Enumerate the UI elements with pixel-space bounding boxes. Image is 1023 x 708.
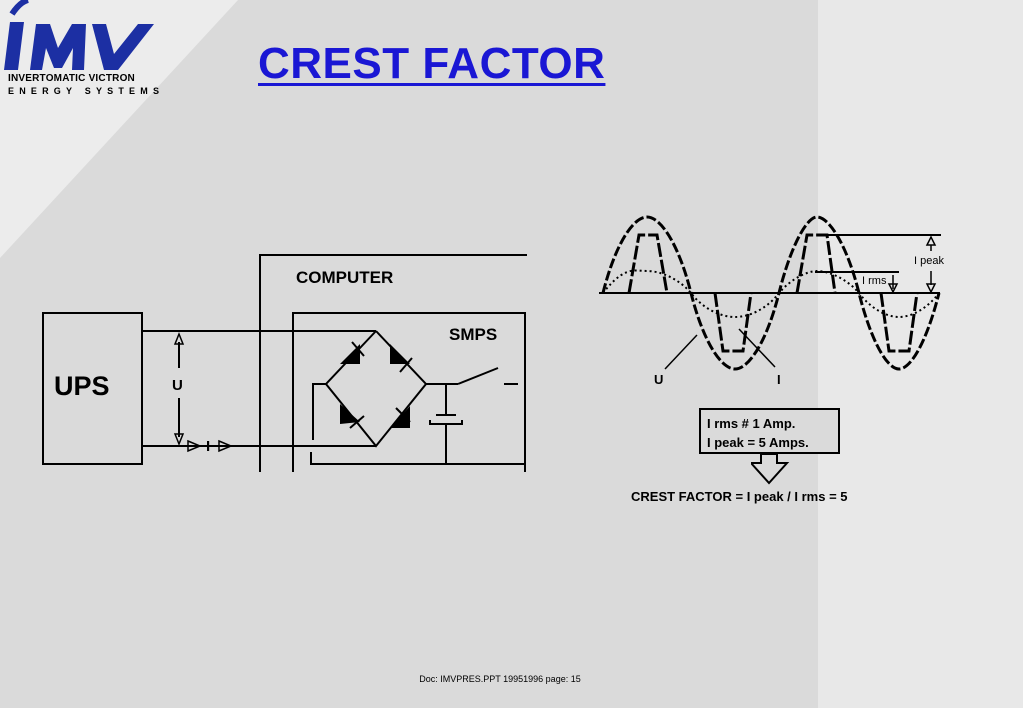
diode-1 [340, 344, 360, 364]
circuit-diagram [42, 254, 527, 472]
current-pulse-2 [713, 292, 753, 353]
diode-4 [390, 406, 410, 428]
bottom-return-wire [310, 452, 525, 465]
ups-label: UPS [54, 371, 110, 401]
down-arrow-icon [751, 453, 790, 485]
rms-value-line: I rms # 1 Amp. [707, 416, 796, 431]
computer-enclosure [259, 254, 527, 472]
peak-label: I peak [914, 255, 944, 267]
rms-reference-waveform [602, 269, 940, 319]
diode-1-bar [351, 341, 365, 357]
logo-letter-m [30, 24, 86, 70]
current-pulse-1 [627, 233, 669, 294]
company-logo: INVERTOMATIC VICTRON ENERGY SYSTEMS [0, 0, 170, 100]
logo-company-name: INVERTOMATIC VICTRON [8, 73, 135, 84]
right-panel [818, 0, 1023, 708]
rms-arrow-head [887, 283, 899, 294]
logo-dot [9, 0, 29, 16]
current-pulse-3 [795, 233, 837, 294]
capacitor-plate-bottom [429, 420, 463, 425]
voltage-pointer-line [664, 334, 698, 370]
diode-4-bar [395, 407, 411, 423]
voltage-arrow-head-top [173, 331, 185, 345]
computer-label: COMPUTER [296, 268, 394, 287]
switch-blade [457, 367, 499, 385]
result-arrow [751, 453, 790, 485]
diode-3 [340, 404, 360, 424]
logo-letter-i [4, 22, 24, 70]
waveform-voltage-label: U [654, 372, 664, 387]
logo-tagline: ENERGY SYSTEMS [8, 86, 165, 96]
page-title: CREST FACTOR [258, 39, 606, 88]
peak-arrow-head-bottom [925, 283, 937, 294]
current-arrow-head-right [218, 439, 233, 453]
current-pointer-line [738, 328, 776, 368]
ups-box [42, 312, 143, 465]
footer-doc-reference: Doc: IMVPRES.PPT 19951996 page: 15 [419, 674, 581, 684]
values-note-box: I rms # 1 Amp. I peak = 5 Amps. [699, 408, 840, 454]
imv-logo-mark [4, 0, 154, 70]
waveform-current-label: I [777, 372, 781, 387]
peak-value-line: I peak = 5 Amps. [707, 435, 809, 450]
peak-arrow-head-top [925, 235, 937, 246]
diode-2 [390, 344, 410, 364]
logo-letter-v [92, 24, 154, 70]
voltage-arrow-head-bottom [173, 433, 185, 447]
crest-factor-formula: CREST FACTOR = I peak / I rms = 5 [631, 489, 848, 504]
diode-2-bar [399, 357, 413, 373]
current-arrow-head [187, 439, 202, 453]
current-label: I [206, 438, 211, 455]
current-pulse-4 [879, 292, 919, 353]
voltage-label: U [172, 377, 183, 394]
bridge-left-lead [312, 383, 326, 440]
smps-label: SMPS [449, 325, 498, 344]
smps-box [292, 312, 526, 472]
bridge-rectifier [324, 330, 428, 448]
diode-3-bar [349, 415, 365, 429]
waveform-diagram [599, 215, 941, 371]
rms-label: I rms [862, 275, 887, 287]
